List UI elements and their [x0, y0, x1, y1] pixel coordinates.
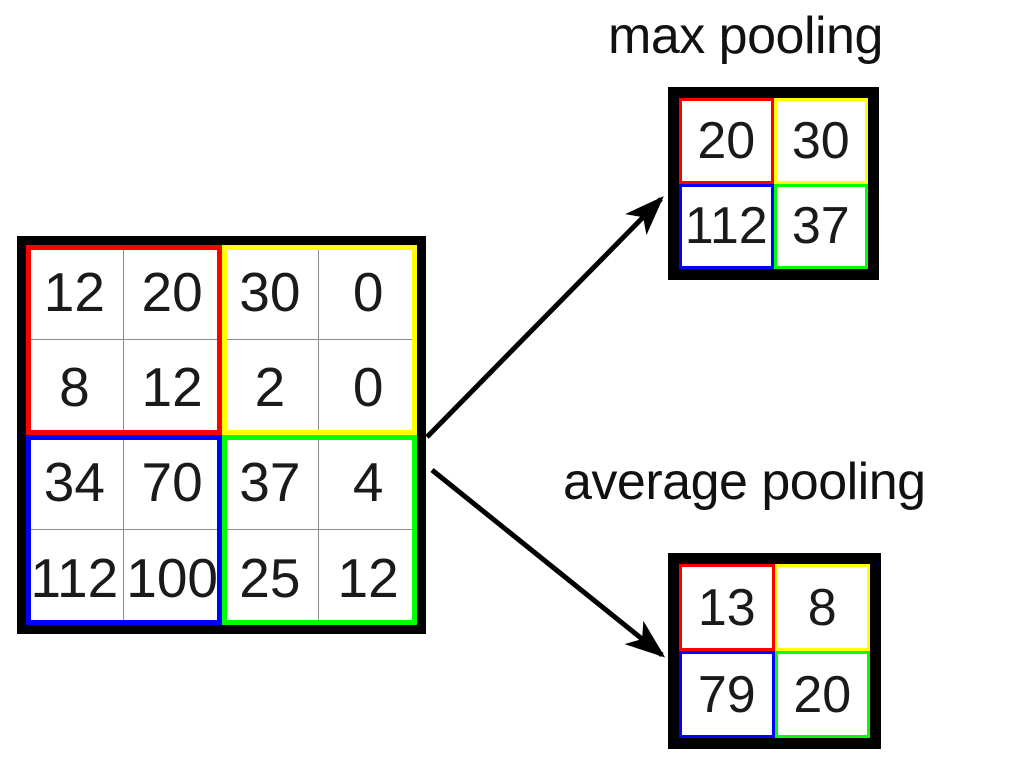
- input-feature-map: 12 20 30 0 8 12 2 0 34 70 37 4 112 100 2…: [17, 236, 426, 634]
- input-cell: 112: [26, 530, 124, 625]
- arrow-to-max-pooling: [425, 196, 664, 439]
- input-cell: 34: [26, 435, 124, 530]
- input-cell: 2: [221, 340, 320, 435]
- max-output-cell: 30: [773, 98, 868, 184]
- max-output-cell: 20: [679, 98, 774, 184]
- input-cell: 8: [26, 340, 124, 435]
- input-cell: 70: [123, 435, 222, 530]
- avg-output-cell: 79: [679, 651, 775, 738]
- average-pooling-output: 13 8 79 20: [668, 553, 881, 749]
- max-pooling-output: 20 30 112 37: [668, 87, 879, 280]
- input-cell: 4: [319, 435, 417, 530]
- input-cell: 0: [319, 340, 417, 435]
- input-cell: 12: [26, 245, 124, 340]
- max-output-cell: 112: [679, 183, 774, 269]
- avg-output-cell: 13: [679, 564, 775, 651]
- avg-output-cell: 20: [774, 651, 870, 738]
- input-cell: 0: [319, 245, 417, 340]
- input-cell: 12: [123, 340, 222, 435]
- input-cell: 12: [319, 530, 417, 625]
- avg-output-cell: 8: [774, 564, 870, 651]
- input-grid-cells: 12 20 30 0 8 12 2 0 34 70 37 4 112 100 2…: [26, 245, 417, 625]
- input-cell: 20: [123, 245, 222, 340]
- max-pooling-title: max pooling: [608, 7, 883, 65]
- input-cell: 30: [221, 245, 320, 340]
- avg-grid-cells: 13 8 79 20: [679, 564, 870, 738]
- max-grid-cells: 20 30 112 37: [679, 98, 868, 269]
- input-cell: 37: [221, 435, 320, 530]
- input-cell: 100: [123, 530, 222, 625]
- input-cell: 25: [221, 530, 320, 625]
- average-pooling-title: average pooling: [563, 453, 926, 511]
- max-output-cell: 37: [773, 183, 868, 269]
